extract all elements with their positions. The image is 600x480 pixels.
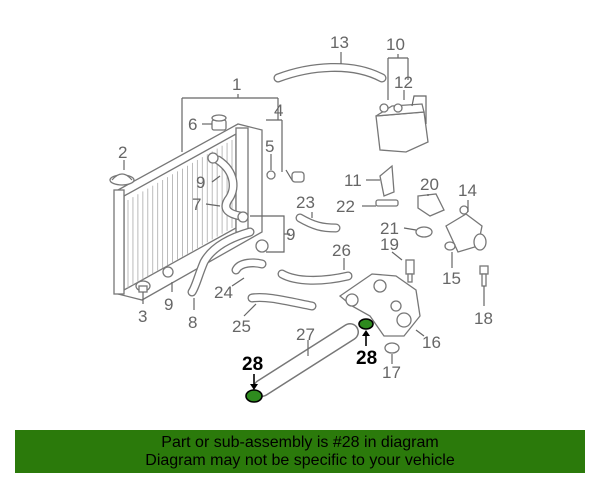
callout-3: 3: [138, 307, 147, 326]
callout-2: 2: [118, 143, 127, 162]
callout-24: 24: [214, 283, 233, 302]
callout-14: 14: [458, 181, 477, 200]
thermostat-housing-part-14: [445, 205, 487, 253]
callout-22: 22: [336, 197, 355, 216]
sensor-part-19: [405, 259, 415, 283]
callout-21: 21: [380, 219, 399, 238]
clip-part-5: [266, 170, 276, 180]
banner-line-1: Part or sub-assembly is #28 in diagram: [161, 433, 439, 451]
callout-18: 18: [474, 309, 493, 328]
o-ring-part-28-right: [358, 318, 374, 330]
o-ring-part-28-left: [245, 389, 263, 403]
radiator-fins: [127, 140, 233, 288]
callout-28-left: 28: [242, 354, 263, 375]
lower-hose-part-8: [162, 227, 269, 297]
arrows-part-28: [250, 330, 370, 390]
callout-26: 26: [332, 241, 351, 260]
parts-diagram: 1 2 3 4 5 6 7 8 9 9 9 10 11 12 13 14 15 …: [109, 33, 493, 403]
radiator-cap-part: [211, 114, 227, 131]
bracket-part-11: [379, 164, 395, 197]
callout-27: 27: [296, 325, 315, 344]
callout-17: 17: [382, 363, 401, 382]
info-banner: Part or sub-assembly is #28 in diagram D…: [15, 430, 585, 473]
callout-28-right: 28: [356, 348, 377, 369]
bolt-part-22: [375, 199, 399, 207]
callout-9-lower: 9: [164, 295, 173, 314]
cap-part-2: [109, 173, 135, 186]
sender-part-18: [479, 265, 489, 287]
callout-9-upper: 9: [196, 173, 205, 192]
coolant-reservoir: [375, 95, 429, 153]
leader-lines: [123, 52, 485, 364]
water-pipe-part-27: [253, 323, 359, 397]
callout-25: 25: [232, 317, 251, 336]
outlet-part-20: [417, 193, 445, 217]
callout-15: 15: [442, 269, 461, 288]
callout-16: 16: [422, 333, 441, 352]
callout-6: 6: [188, 115, 197, 134]
callout-10: 10: [386, 35, 405, 54]
callout-4: 4: [274, 101, 283, 120]
part-15: [444, 241, 456, 251]
callout-23: 23: [296, 193, 315, 212]
gasket-part-17: [384, 342, 400, 354]
callout-5: 5: [265, 137, 274, 156]
gasket-part-21: [415, 226, 433, 238]
callout-20: 20: [420, 175, 439, 194]
callout-7: 7: [192, 195, 201, 214]
callout-12: 12: [394, 73, 413, 92]
callout-19: 19: [380, 235, 399, 254]
callout-1: 1: [232, 75, 241, 94]
water-outlet-part-16: [338, 273, 421, 337]
drain-plug-part-3: [135, 280, 151, 293]
clamp-part-4: [291, 171, 305, 183]
callout-11: 11: [344, 171, 362, 190]
callout-9-right: 9: [286, 225, 295, 244]
upper-hose-part-7: [207, 152, 249, 223]
callout-8: 8: [188, 313, 197, 332]
callout-labels: 1 2 3 4 5 6 7 8 9 9 9 10 11 12 13 14 15 …: [118, 33, 493, 382]
banner-line-2: Diagram may not be specific to your vehi…: [145, 451, 455, 469]
callout-13: 13: [330, 33, 349, 52]
